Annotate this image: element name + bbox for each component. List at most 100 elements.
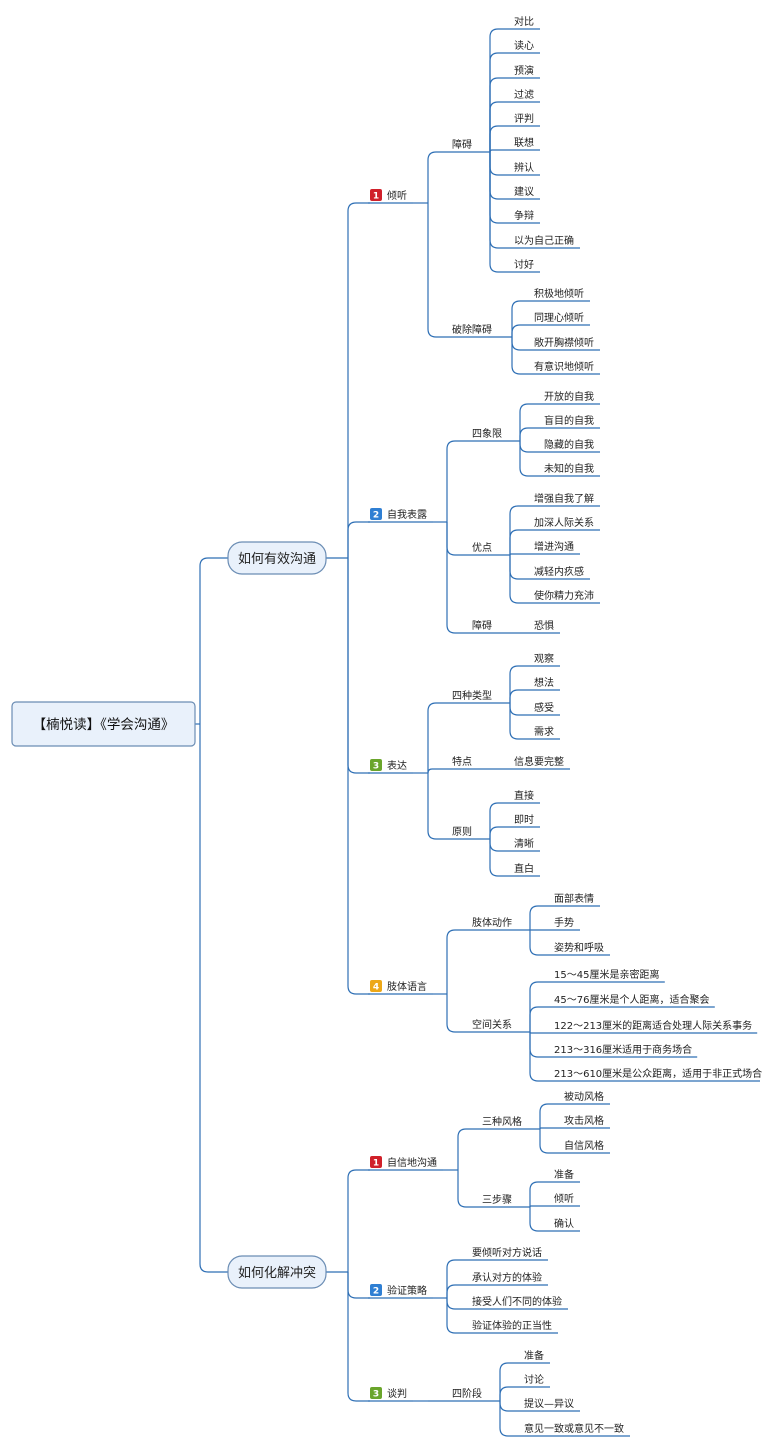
subtopic-label[interactable]: 三步骤	[482, 1194, 512, 1206]
topic-label[interactable]: 自我表露	[387, 508, 427, 521]
topic-connector	[347, 558, 370, 995]
subtopic-label[interactable]: 空间关系	[472, 1018, 512, 1031]
leaf-label[interactable]: 使你精力充沛	[534, 589, 594, 602]
subtopic-label[interactable]: 原则	[452, 825, 472, 838]
topic-label[interactable]: 肢体语言	[387, 980, 427, 993]
leaf-label[interactable]: 观察	[534, 652, 554, 665]
subtopic-label[interactable]: 障碍	[452, 138, 472, 151]
leaf-label[interactable]: 盲目的自我	[544, 414, 594, 427]
leaf-label[interactable]: 辨认	[514, 161, 534, 174]
leaf-label[interactable]: 直接	[514, 789, 534, 802]
leaf-label[interactable]: 加深人际关系	[534, 516, 594, 529]
topic-label[interactable]: 验证策略	[387, 1284, 427, 1297]
topic-label[interactable]: 谈判	[387, 1387, 407, 1400]
leaf-label[interactable]: 213～610厘米是公众距离，适用于非正式场合	[554, 1067, 762, 1080]
leaf-label[interactable]: 信息要完整	[514, 755, 564, 768]
branch-node[interactable]	[227, 1255, 327, 1289]
leaf-label[interactable]: 即时	[514, 814, 534, 826]
leaf-label[interactable]: 直白	[514, 862, 534, 875]
leaf-label[interactable]: 减轻内疚感	[534, 565, 584, 578]
leaf-label[interactable]: 建议	[514, 185, 534, 198]
leaf-label[interactable]: 自信风格	[564, 1139, 604, 1152]
leaf-label[interactable]: 过滤	[514, 88, 534, 101]
subtopic-label[interactable]: 特点	[452, 756, 472, 768]
subtopic-label[interactable]: 障碍	[472, 619, 492, 632]
leaf-label[interactable]: 感受	[534, 701, 554, 714]
topic-label[interactable]: 倾听	[387, 189, 407, 202]
leaf-label[interactable]: 预演	[514, 64, 534, 77]
leaf-label[interactable]: 倾听	[554, 1192, 574, 1205]
subtopic-label[interactable]: 四象限	[472, 428, 502, 440]
leaf-label[interactable]: 评判	[514, 113, 534, 125]
leaf-label[interactable]: 积极地倾听	[534, 287, 584, 300]
subtopic-connector	[446, 994, 470, 1033]
leaf-label[interactable]: 面部表情	[554, 892, 594, 905]
topic-label[interactable]: 自信地沟通	[387, 1156, 437, 1169]
leaf-label[interactable]: 有意识地倾听	[534, 360, 594, 373]
priority-badge	[370, 759, 382, 771]
leaf-label[interactable]: 敞开胸襟倾听	[534, 336, 594, 349]
leaf-label[interactable]: 攻击风格	[564, 1114, 604, 1127]
leaf-connector	[519, 441, 542, 477]
leaf-connector	[489, 152, 512, 224]
leaf-label[interactable]: 讨论	[524, 1373, 544, 1386]
leaf-label[interactable]: 213～316厘米适用于商务场合	[554, 1043, 692, 1056]
leaf-label[interactable]: 确认	[554, 1217, 574, 1230]
leaf-label[interactable]: 以为自己正确	[514, 234, 574, 247]
branch-node[interactable]	[227, 541, 327, 575]
subtopic-connector	[427, 773, 450, 840]
leaf-label[interactable]: 隐藏的自我	[544, 438, 594, 451]
subtopic-connector	[446, 522, 470, 634]
leaf-connector	[499, 1362, 522, 1401]
leaf-label[interactable]: 承认对方的体验	[472, 1271, 542, 1284]
leaf-label[interactable]: 122～213厘米的距离适合处理人际关系事务	[554, 1019, 752, 1032]
leaf-label[interactable]: 讨好	[514, 259, 534, 271]
leaf-label[interactable]: 对比	[514, 15, 534, 28]
leaf-label[interactable]: 同理心倾听	[534, 311, 584, 324]
topic-connector	[347, 1272, 370, 1299]
leaf-label[interactable]: 45～76厘米是个人距离，适合聚会	[554, 993, 709, 1006]
leaf-label[interactable]: 准备	[524, 1349, 544, 1362]
leaf-label[interactable]: 15～45厘米是亲密距离	[554, 968, 659, 981]
subtopic-connector	[427, 203, 450, 338]
priority-badge	[370, 189, 382, 201]
leaf-label[interactable]: 读心	[514, 39, 534, 52]
leaf-connector	[489, 839, 512, 852]
subtopic-label[interactable]: 肢体动作	[472, 916, 512, 929]
leaf-label[interactable]: 想法	[534, 676, 554, 689]
leaf-connector	[446, 1259, 470, 1298]
leaf-label[interactable]: 未知的自我	[544, 462, 594, 475]
leaf-label[interactable]: 增进沟通	[534, 540, 574, 553]
leaf-label[interactable]: 需求	[534, 726, 554, 738]
subtopic-label[interactable]: 三种风格	[482, 1115, 522, 1128]
branch-connector	[199, 724, 228, 1273]
leaf-label[interactable]: 开放的自我	[544, 390, 594, 403]
leaf-label[interactable]: 准备	[554, 1168, 574, 1181]
leaf-label[interactable]: 清晰	[514, 837, 534, 850]
subtopic-label[interactable]: 优点	[472, 541, 492, 554]
leaf-label[interactable]: 提议—异议	[524, 1398, 574, 1410]
leaf-label[interactable]: 意见一致或意见不一致	[524, 1422, 624, 1435]
leaf-label[interactable]: 被动风格	[564, 1090, 604, 1103]
leaf-label[interactable]: 验证体验的正当性	[472, 1319, 552, 1332]
leaf-connector	[489, 125, 512, 152]
topic-label[interactable]: 表达	[387, 759, 407, 772]
leaf-label[interactable]: 联想	[514, 136, 534, 149]
leaf-label[interactable]: 恐惧	[534, 620, 554, 632]
subtopic-label[interactable]: 破除障碍	[452, 323, 492, 336]
leaf-connector	[509, 505, 532, 555]
leaf-label[interactable]: 增强自我了解	[534, 492, 594, 505]
subtopic-label[interactable]: 四阶段	[452, 1387, 482, 1400]
leaf-label[interactable]: 接受人们不同的体验	[472, 1295, 562, 1308]
leaf-connector	[489, 149, 512, 153]
subtopic-label[interactable]: 四种类型	[452, 689, 492, 702]
topic-connector	[347, 202, 370, 558]
leaf-label[interactable]: 手势	[554, 916, 574, 929]
priority-badge	[370, 1284, 382, 1296]
leaf-label[interactable]: 争辩	[514, 209, 534, 222]
leaf-label[interactable]: 姿势和呼吸	[554, 941, 604, 954]
leaf-label[interactable]: 要倾听对方说话	[472, 1246, 542, 1259]
priority-badge	[370, 508, 382, 520]
leaf-connector	[489, 101, 512, 152]
root-node[interactable]	[11, 701, 196, 747]
